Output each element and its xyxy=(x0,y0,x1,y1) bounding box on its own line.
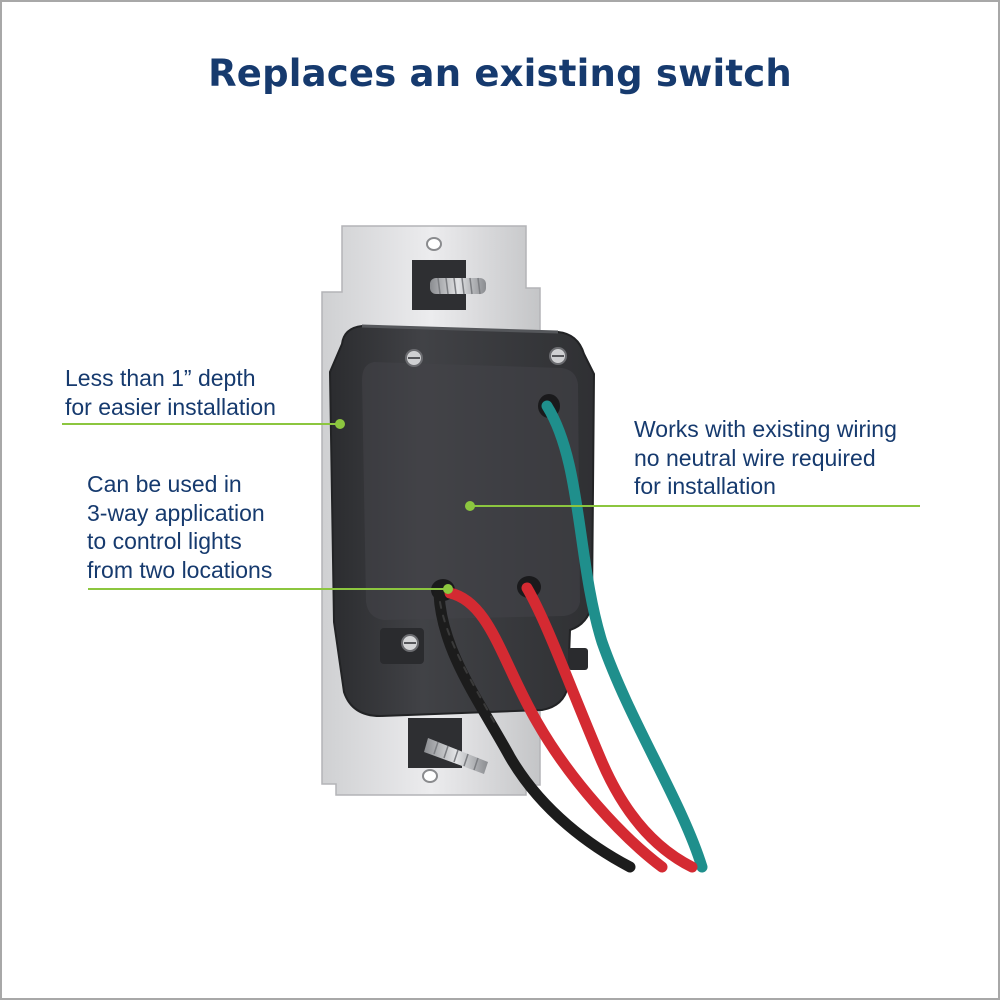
red-wire-right xyxy=(521,582,698,873)
callout-three-way: Can be used in 3-way application to cont… xyxy=(87,470,272,584)
red-wire-left xyxy=(444,587,668,873)
leader-line-three-way xyxy=(88,584,453,594)
callout-three-way-line-3: to control lights xyxy=(87,528,242,554)
leader-line-depth xyxy=(62,419,345,429)
callout-depth: Less than 1” depth for easier installati… xyxy=(65,364,276,421)
teal-wire xyxy=(541,400,708,873)
callout-wiring-line-3: for installation xyxy=(634,473,776,499)
page-title: Replaces an existing switch xyxy=(208,52,792,95)
black-wire xyxy=(433,588,636,873)
callout-wiring-line-2: no neutral wire required xyxy=(634,444,876,471)
callout-three-way-line-1: Can be used in xyxy=(87,471,242,497)
switch-housing xyxy=(328,324,596,718)
leader-line-wiring xyxy=(465,501,920,511)
callout-depth-line-1: Less than 1” depth xyxy=(65,365,256,391)
bottom-mounting-screw xyxy=(408,718,488,774)
callout-depth-line-2: for easier installation xyxy=(65,393,276,420)
top-mounting-screw xyxy=(412,260,486,310)
callout-wiring-line-1: Works with existing wiring xyxy=(634,416,897,442)
callout-wiring: Works with existing wiring no neutral wi… xyxy=(634,415,897,501)
callout-three-way-line-2: 3-way application xyxy=(87,499,265,526)
callout-three-way-line-4: from two locations xyxy=(87,556,273,583)
